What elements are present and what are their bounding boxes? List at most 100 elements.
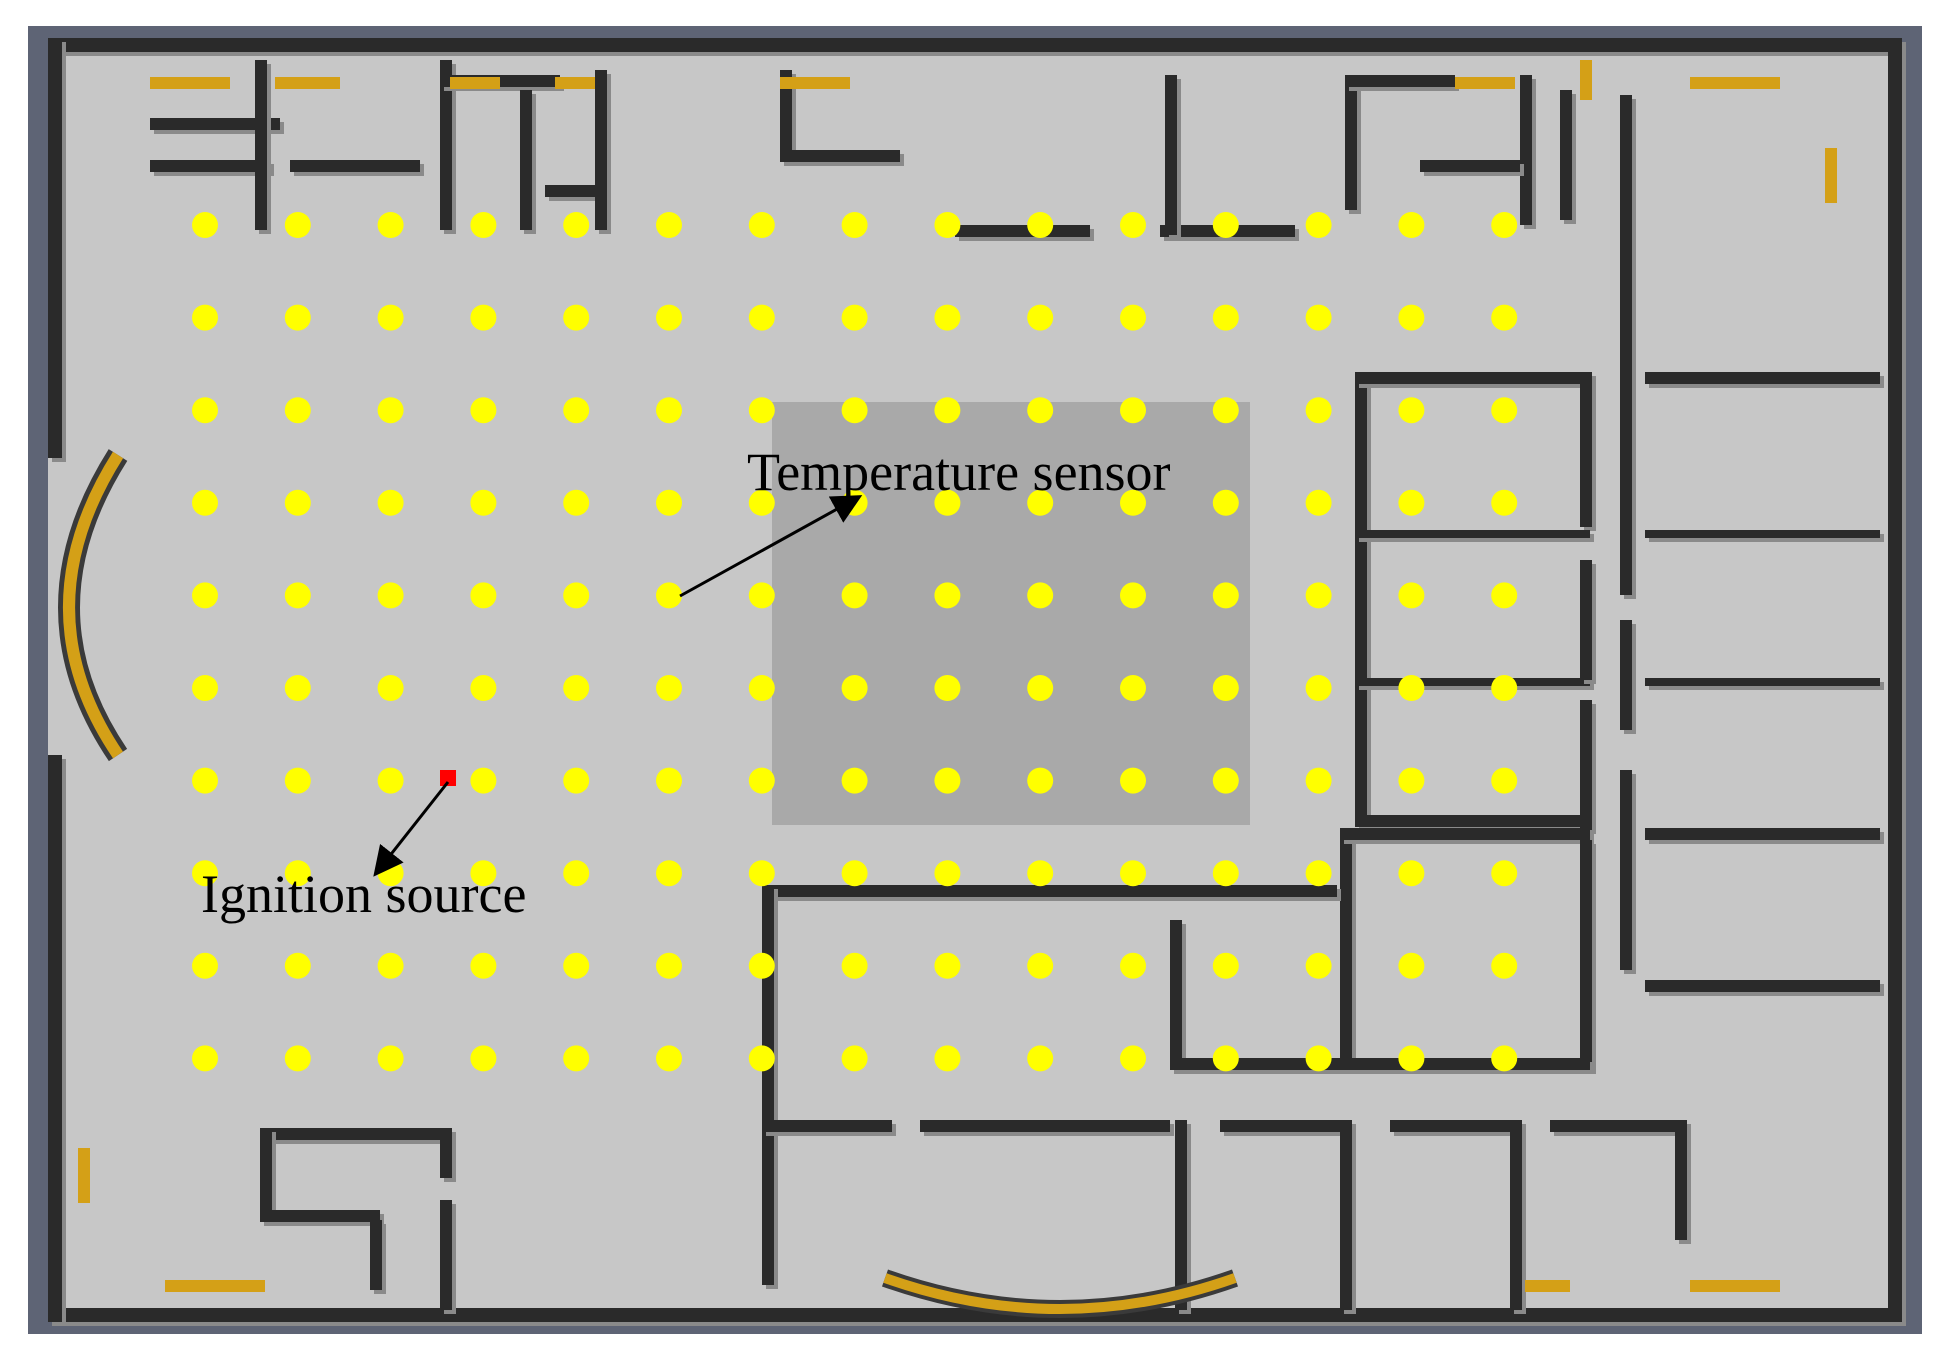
temperature-sensor-dot xyxy=(1120,397,1146,424)
temperature-sensor-dot xyxy=(563,582,590,609)
wall-segment xyxy=(1340,1120,1352,1310)
temperature-sensor-dot xyxy=(934,212,961,238)
wall-segment xyxy=(780,150,900,162)
temperature-sensor-dot xyxy=(1398,675,1425,701)
temperature-sensor-dot xyxy=(1491,304,1518,331)
temperature-sensor-dot xyxy=(563,304,590,331)
wall-segment xyxy=(260,1128,450,1140)
temperature-sensor-dot xyxy=(1398,1045,1425,1072)
temperature-sensor-dot xyxy=(377,212,404,238)
window-pane xyxy=(1825,148,1837,203)
temperature-sensor-dot xyxy=(748,675,775,701)
temperature-sensor-dot xyxy=(563,767,590,794)
temperature-sensor-dot xyxy=(470,304,497,331)
temperature-sensor-dot xyxy=(1398,860,1425,887)
temperature-sensor-dot xyxy=(192,952,218,979)
wall-segment xyxy=(955,225,1090,237)
window-pane xyxy=(1580,60,1592,100)
temperature-sensor-dot xyxy=(934,489,961,516)
temperature-sensor-dot xyxy=(1398,767,1425,794)
temperature-sensor-dot xyxy=(1027,582,1054,609)
temperature-sensor-dot xyxy=(470,489,497,516)
temperature-sensor-dot xyxy=(563,952,590,979)
temperature-sensor-dot xyxy=(1212,397,1239,424)
wall-segment xyxy=(1645,980,1880,992)
wall-segment xyxy=(1888,38,1902,1322)
temperature-sensor-dot xyxy=(470,675,497,701)
temperature-sensor-dot xyxy=(284,489,311,516)
temperature-sensor-dot xyxy=(377,304,404,331)
temperature-sensor-dot xyxy=(656,212,682,238)
temperature-sensor-dot xyxy=(748,304,775,331)
wall-segment xyxy=(1645,372,1880,384)
temperature-sensor-dot xyxy=(1305,860,1332,887)
temperature-sensor-dot xyxy=(470,767,497,794)
window-pane xyxy=(1455,77,1515,89)
wall-segment xyxy=(1580,700,1592,830)
wall-segment xyxy=(150,118,280,130)
temperature-sensor-dot xyxy=(748,952,775,979)
temperature-sensor-dot xyxy=(377,397,404,424)
window-pane xyxy=(165,1280,265,1292)
temperature-sensor-dot xyxy=(1027,304,1054,331)
temperature-sensor-dot xyxy=(1305,1045,1332,1072)
temperature-sensor-dot xyxy=(470,212,497,238)
wall-segment xyxy=(595,70,607,230)
temperature-sensor-dot xyxy=(192,212,218,238)
wall-segment xyxy=(48,1308,1902,1322)
temperature-sensor-dot xyxy=(1398,397,1425,424)
temperature-sensor-dot xyxy=(934,675,961,701)
wall-segment xyxy=(1345,80,1357,210)
temperature-sensor-dot xyxy=(748,1045,775,1072)
temperature-sensor-dot xyxy=(1491,489,1518,516)
wall-segment xyxy=(1675,1120,1687,1240)
window-pane xyxy=(450,77,500,89)
temperature-sensor-dot xyxy=(656,489,682,516)
temperature-sensor-dot xyxy=(1120,1045,1146,1072)
temperature-sensor-dot xyxy=(1027,767,1054,794)
window-pane xyxy=(555,77,595,89)
wall-segment xyxy=(1220,1120,1350,1132)
wall-segment xyxy=(1355,815,1590,827)
temperature-sensor-dot xyxy=(1305,489,1332,516)
temperature-sensor-label: Temperature sensor xyxy=(747,442,1171,502)
sensor-grid xyxy=(192,212,1518,1072)
temperature-sensor-dot xyxy=(656,582,682,609)
wall-segment xyxy=(370,1220,382,1290)
wall-segment xyxy=(260,1210,380,1222)
temperature-sensor-dot xyxy=(841,767,868,794)
temperature-sensor-dot xyxy=(841,397,868,424)
temperature-sensor-dot xyxy=(470,397,497,424)
temperature-sensor-dot xyxy=(1212,304,1239,331)
wall-segment xyxy=(520,90,532,230)
temperature-sensor-dot xyxy=(841,212,868,238)
wall-segment xyxy=(1510,1120,1522,1310)
temperature-sensor-dot xyxy=(934,397,961,424)
temperature-sensor-dot xyxy=(377,767,404,794)
temperature-sensor-dot xyxy=(1027,952,1054,979)
wall-segment xyxy=(780,70,792,160)
temperature-sensor-dot xyxy=(377,1045,404,1072)
temperature-sensor-dot xyxy=(1491,582,1518,609)
temperature-sensor-dot xyxy=(1305,952,1332,979)
temperature-sensor-dot xyxy=(656,304,682,331)
wall-segment xyxy=(1550,1120,1680,1132)
temperature-sensor-dot xyxy=(1305,767,1332,794)
window-pane xyxy=(1690,1280,1780,1292)
temperature-sensor-dot xyxy=(748,767,775,794)
temperature-sensor-dot xyxy=(1212,582,1239,609)
temperature-sensor-dot xyxy=(1212,952,1239,979)
wall-segment xyxy=(150,160,270,172)
wall-segment xyxy=(255,60,267,230)
wall-segment xyxy=(260,1128,272,1218)
temperature-sensor-dot xyxy=(377,582,404,609)
temperature-sensor-dot xyxy=(192,767,218,794)
temperature-sensor-dot xyxy=(1212,212,1239,238)
temperature-sensor-dot xyxy=(1398,304,1425,331)
temperature-sensor-dot xyxy=(1027,397,1054,424)
wall-segment xyxy=(1355,372,1580,384)
temperature-sensor-dot xyxy=(656,860,682,887)
temperature-sensor-dot xyxy=(1398,489,1425,516)
wall-segment xyxy=(440,1128,452,1178)
